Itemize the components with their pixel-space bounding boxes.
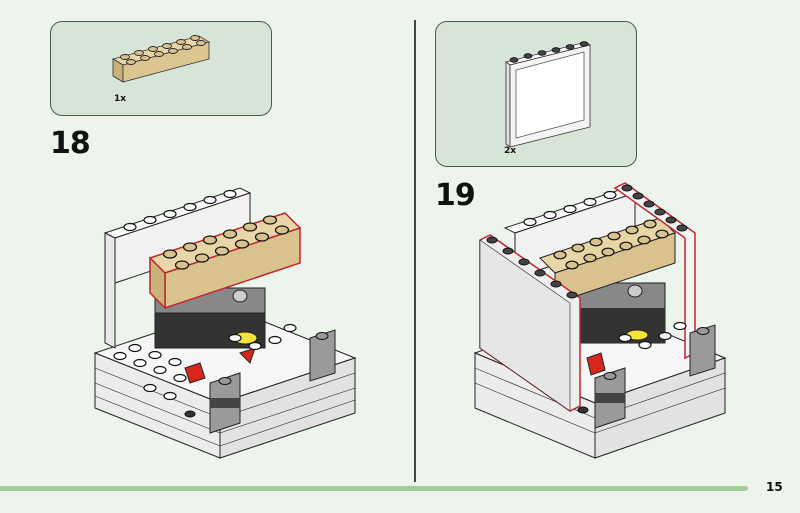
part-quantity: 2x xyxy=(504,146,517,156)
part-name: white 1x6x5 panel xyxy=(436,22,437,23)
page-number: 15 xyxy=(766,480,783,494)
step-18-parts-callout: tan 2x6 brick 1x xyxy=(50,21,272,116)
step-19-build-illustration xyxy=(473,182,727,459)
part-quantity: 1x xyxy=(114,94,127,104)
step-number: 19 xyxy=(435,178,476,213)
step-number: 18 xyxy=(50,126,91,161)
tan-brick-2x6-icon xyxy=(111,35,211,83)
white-panel-1x6x5-icon xyxy=(505,41,591,148)
progress-bar xyxy=(0,486,748,491)
part-name: tan 2x6 brick xyxy=(51,22,52,23)
step-19-parts-callout: white 1x6x5 panel 2x xyxy=(435,21,637,167)
step-18-build-illustration xyxy=(93,187,357,459)
step-divider xyxy=(414,20,416,482)
